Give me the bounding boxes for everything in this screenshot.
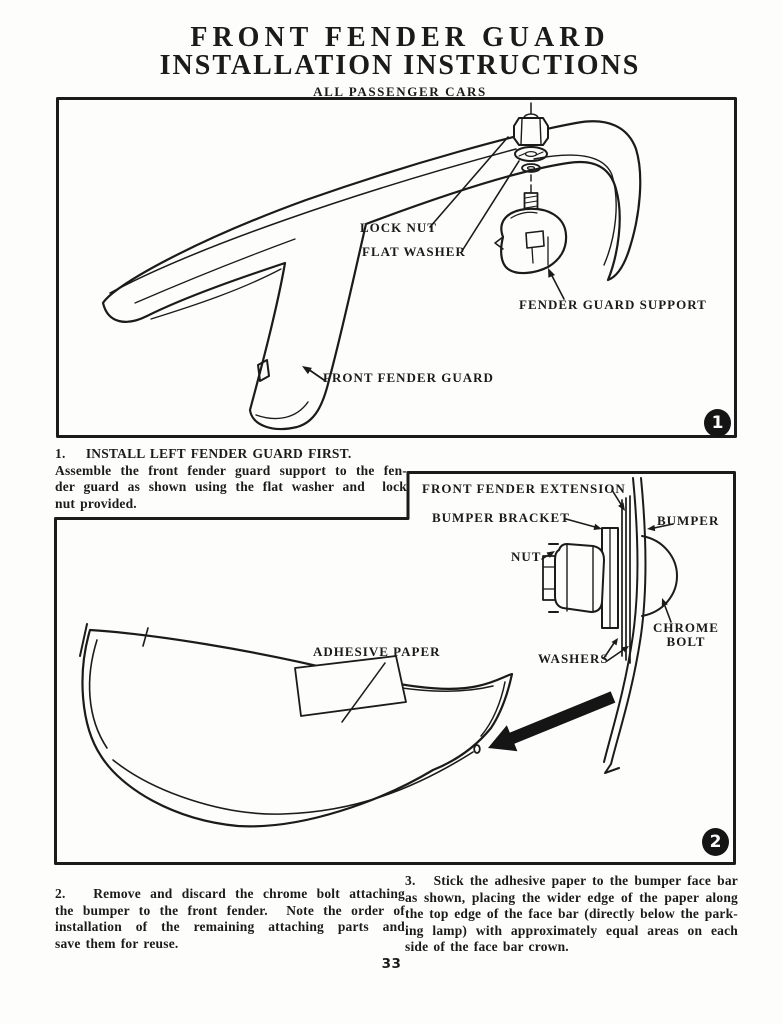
chrome-bolt-leader-line: [665, 606, 671, 622]
front-fender-guard-label: FRONT FENDER GUARD: [323, 370, 494, 385]
figure-1-drawing: [56, 97, 737, 438]
support-leader-line: [550, 272, 564, 299]
step-2-line: save them for reuse.: [55, 935, 179, 951]
step-1-line: nut provided.: [55, 495, 137, 511]
mounting-slot: [258, 360, 269, 381]
nut-label: NUT: [511, 549, 542, 564]
fender-extension-strips: [622, 496, 630, 663]
fender-guard-support-drawing: [495, 209, 566, 273]
chrome-bolt-label-line1: CHROME: [653, 620, 719, 635]
front-fender-extension-label: FRONT FENDER EXTENSION: [422, 481, 626, 496]
bolt-hole: [474, 745, 480, 753]
bumper-bracket-label: BUMPER BRACKET: [432, 510, 570, 525]
bracket-leader-line: [566, 519, 595, 527]
lock-nut-label: LOCK NUT: [360, 220, 437, 235]
chrome-bolt-label: CHROME BOLT: [644, 621, 728, 649]
nut-drawing: [543, 544, 604, 612]
figure-2-drawing: [53, 470, 737, 866]
step-1-text: 1. INSTALL LEFT FENDER GUARD FIRST. Asse…: [55, 446, 407, 512]
figure-2-border: [56, 473, 735, 864]
chrome-bolt-label-line2: BOLT: [666, 634, 706, 649]
lock-washer-drawing: [522, 164, 540, 192]
guard-leader-line: [308, 369, 324, 380]
lock-nut-drawing: [514, 103, 548, 145]
pointer-arrow: [488, 691, 616, 752]
extension-leader-line: [612, 490, 622, 506]
lock-nut-leader-line: [430, 137, 508, 227]
step-3-line: the top edge of the face bar (directly b…: [405, 906, 738, 922]
bumper-label: BUMPER: [657, 513, 720, 528]
washers-label: WASHERS: [538, 651, 609, 666]
flat-washer-drawing: [515, 147, 547, 161]
step-3-line: side of the face bar crown.: [405, 939, 569, 955]
figure-2-badge: 2: [702, 828, 729, 856]
step-1-line: 1. INSTALL LEFT FENDER GUARD FIRST.: [55, 446, 352, 461]
step-3-line: 3. Stick the adhesive paper to the bumpe…: [405, 873, 738, 888]
bumper-leader-line: [654, 524, 673, 528]
step-2-line: installation of the remaining attaching …: [55, 919, 405, 935]
flat-washer-label: FLAT WASHER: [362, 244, 466, 259]
chrome-bolt-drawing: [642, 536, 677, 616]
figure-1-leader-lines: [302, 137, 564, 380]
flat-washer-leader-line: [462, 161, 519, 251]
page-title-line1: FRONT FENDER GUARD: [190, 22, 610, 53]
step-3-line: as shown, placing the wider edge of the …: [405, 889, 738, 905]
step-3-line: ing lamp) with approximately equal areas…: [405, 922, 738, 938]
page-audience-subtitle: ALL PASSENGER CARS: [313, 84, 487, 99]
step-2-line: 2. Remove and discard the chrome bolt at…: [55, 886, 405, 901]
figure-1-border: [58, 99, 736, 437]
fender-guard-support-label: FENDER GUARD SUPPORT: [519, 297, 707, 312]
washers-leader-line: [607, 650, 623, 661]
step-2-text: 2. Remove and discard the chrome bolt at…: [55, 886, 405, 952]
page-header: FRONT FENDER GUARD INSTALLATION INSTRUCT…: [20, 24, 780, 100]
step-1-line: der guard as shown using the flat washer…: [55, 479, 407, 495]
bumper-bracket-drawing: [602, 528, 618, 628]
page-number: 33: [381, 956, 402, 972]
step-2-line: the bumper to the front fender. Note the…: [55, 902, 405, 918]
step-1-line: Assemble the front fender guard support …: [55, 462, 407, 478]
figure-1-badge: 1: [704, 409, 731, 437]
figure-2-leader-lines: [342, 490, 673, 722]
bumper-bar-drawing: [604, 478, 646, 773]
page-title-line2: INSTALLATION INSTRUCTIONS: [159, 50, 641, 81]
adhesive-paper-leader-line: [342, 663, 385, 722]
washers-leader-line: [604, 643, 614, 658]
adhesive-paper-label: ADHESIVE PAPER: [313, 644, 441, 659]
fender-bottom-drawing: [80, 624, 512, 826]
step-3-text: 3. Stick the adhesive paper to the bumpe…: [405, 873, 738, 956]
